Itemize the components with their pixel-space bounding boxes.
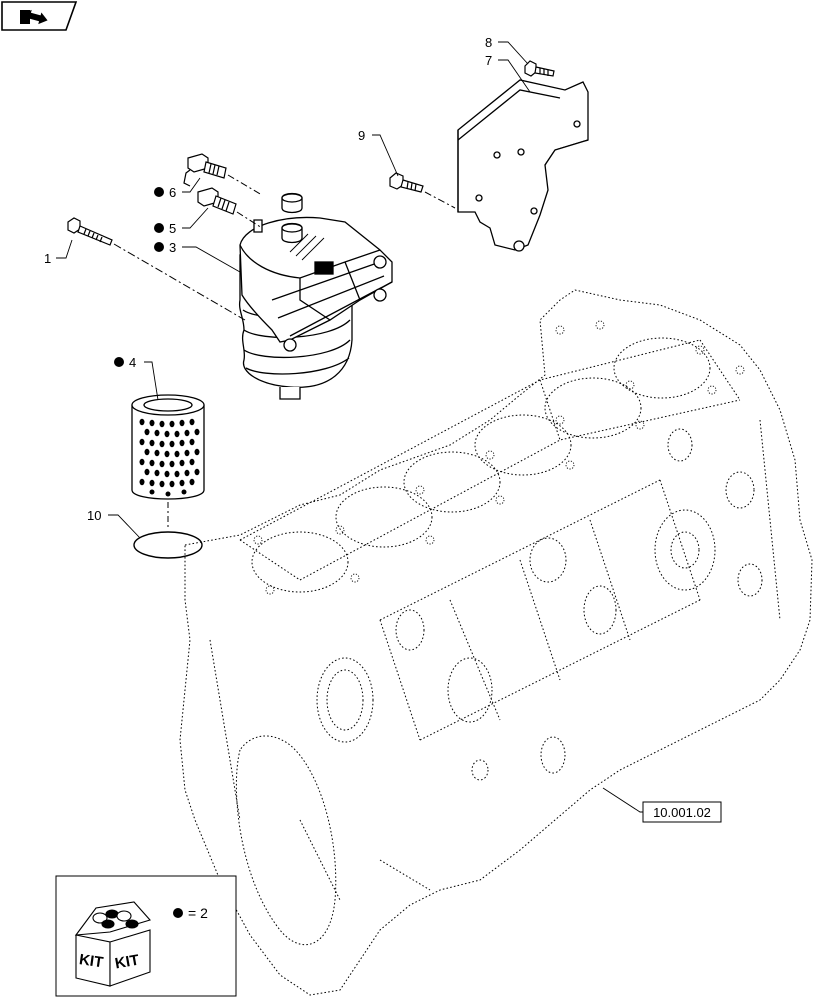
deck-bolt-holes: [253, 320, 745, 595]
kit-bullets: [114, 187, 164, 367]
filter-housing: [238, 192, 393, 400]
callout-1: 1: [44, 251, 51, 266]
sensor-6: [183, 153, 227, 187]
callout-3: 3: [169, 240, 176, 255]
bullet-4: [114, 357, 124, 367]
next-page-button[interactable]: [1, 1, 78, 31]
leader-dash-9: [424, 191, 456, 209]
leader-dash-6: [227, 174, 263, 196]
bolt-8: [524, 60, 555, 77]
kit-word-right: KIT: [114, 952, 141, 973]
leader-lines: [56, 41, 643, 813]
kit-word-left: KIT: [78, 951, 104, 971]
callout-9: 9: [358, 128, 365, 143]
kit-box-icon: [74, 901, 151, 987]
engine-block: [179, 289, 813, 996]
bullet-5: [154, 223, 164, 233]
legend-bullet: [173, 908, 183, 918]
callout-10: 10: [87, 508, 101, 523]
bullet-6: [154, 187, 164, 197]
next-page-arrow-icon: [20, 9, 48, 25]
callout-8: 8: [485, 35, 492, 50]
filter-element: [131, 394, 205, 500]
leader-dash-1: [113, 243, 246, 321]
bolt-9: [389, 172, 424, 193]
callout-6: 6: [169, 185, 176, 200]
bolt-1: [67, 217, 113, 246]
o-ring: [133, 531, 203, 559]
sensor-5: [197, 187, 237, 215]
callout-4: 4: [129, 355, 136, 370]
callout-7: 7: [485, 53, 492, 68]
bullet-3: [154, 242, 164, 252]
reference-box[interactable]: 10.001.02: [642, 801, 722, 823]
mounting-bracket: [457, 79, 589, 252]
kit-legend: KIT KIT = 2: [55, 875, 237, 997]
leader-dash-5: [236, 211, 263, 229]
reference-label: 10.001.02: [653, 805, 711, 820]
legend-equals: = 2: [188, 905, 208, 921]
callout-5: 5: [169, 221, 176, 236]
